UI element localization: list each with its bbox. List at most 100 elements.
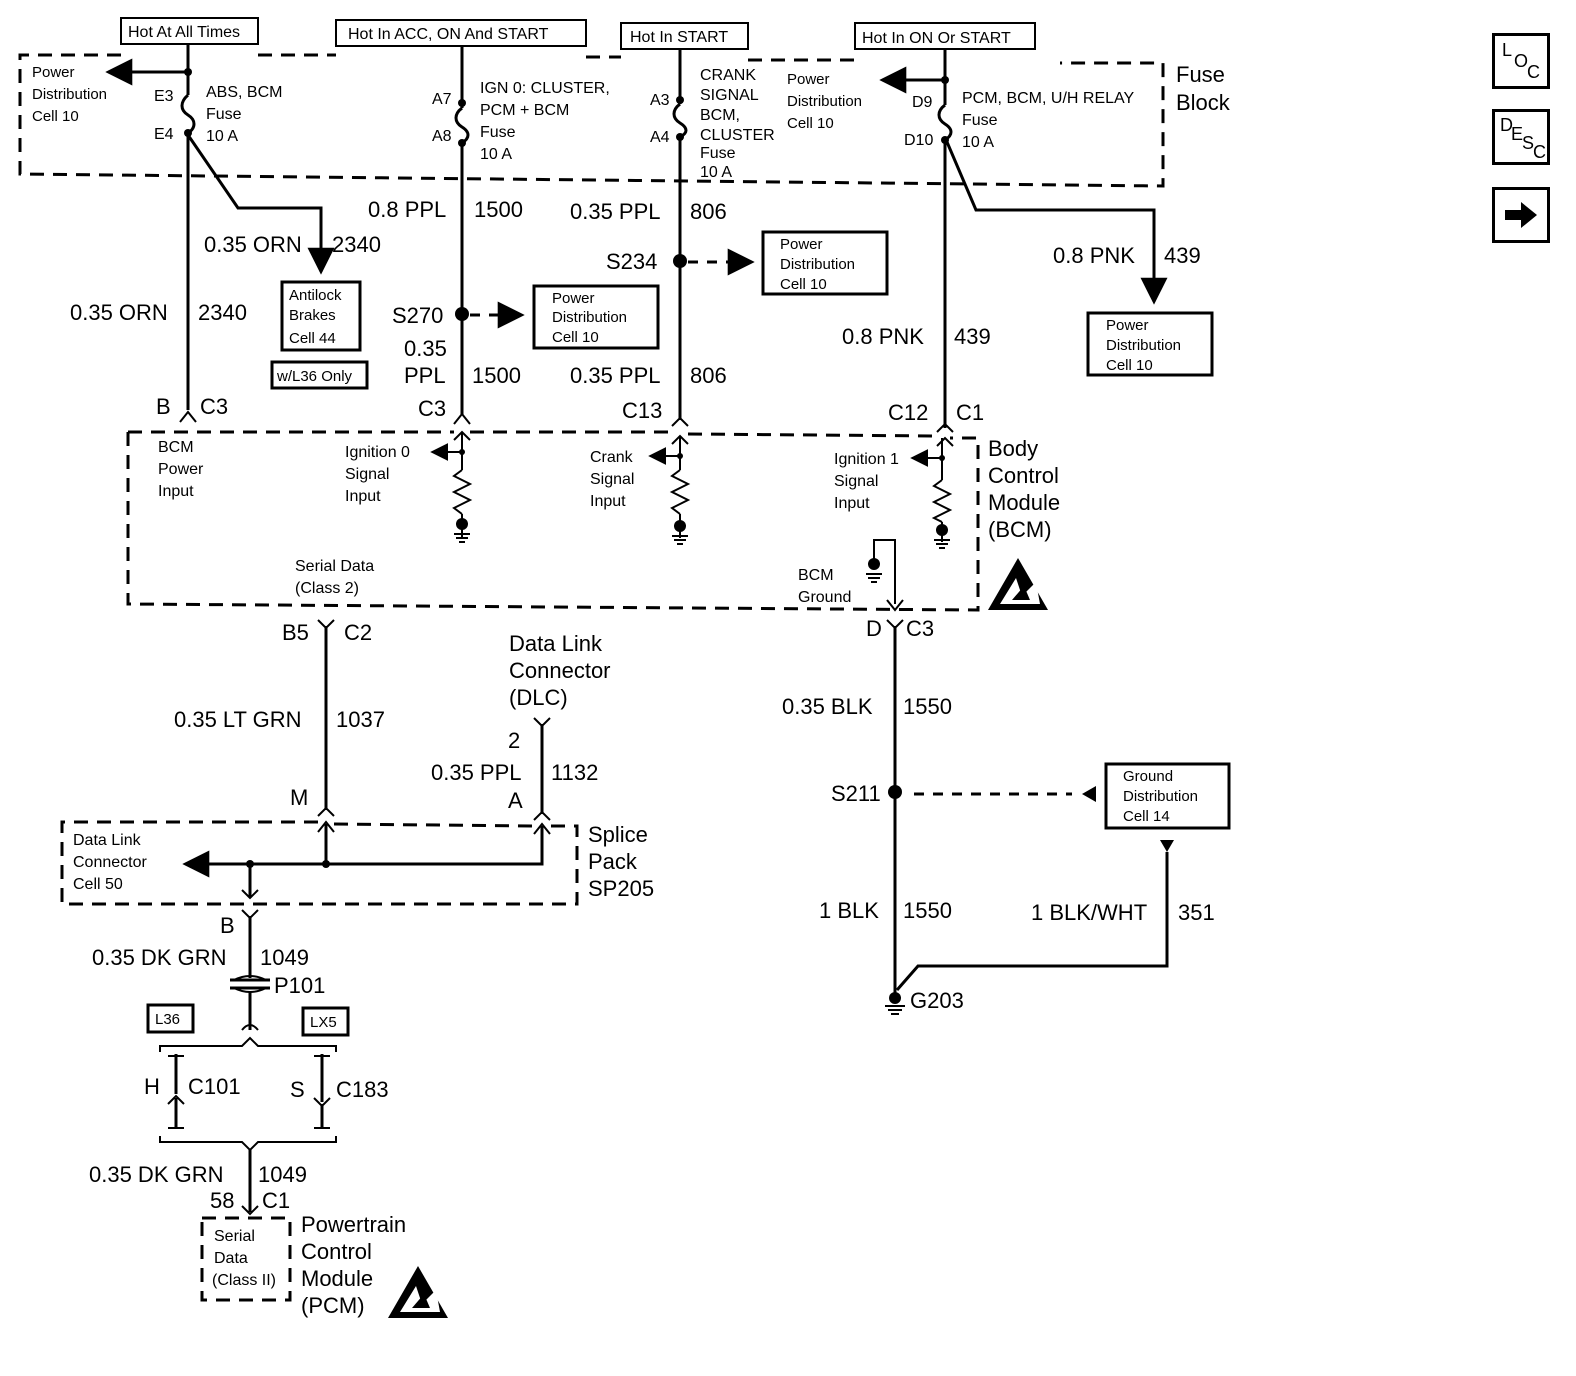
splice-pack-label: Splice Pack SP205 xyxy=(588,822,654,901)
svg-text:Signal: Signal xyxy=(590,471,634,488)
svg-text:L36: L36 xyxy=(155,1011,180,1028)
svg-text:w/L36 Only: w/L36 Only xyxy=(276,368,353,385)
fuse-abs-bcm: E3 E4 ABS, BCM Fuse 10 A xyxy=(105,58,282,410)
svg-text:Power: Power xyxy=(780,236,823,253)
svg-text:Distribution: Distribution xyxy=(1106,337,1181,354)
svg-text:Hot In ACC, ON And START: Hot In ACC, ON And START xyxy=(348,26,549,43)
svg-text:ABS, BCM: ABS, BCM xyxy=(206,84,282,101)
bcm-outline xyxy=(126,432,980,612)
svg-text:Power: Power xyxy=(32,64,75,81)
svg-text:C101: C101 xyxy=(188,1074,241,1099)
svg-text:C3: C3 xyxy=(200,394,228,419)
bcm-serial-data: Serial Data (Class 2) xyxy=(295,558,374,597)
fuse-block-label: Fuse xyxy=(1176,62,1225,87)
pcm-serial-data: Serial Data (Class II) xyxy=(212,1228,276,1289)
svg-text:B: B xyxy=(156,394,171,419)
ref-power-distribution-s270: Power Distribution Cell 10 xyxy=(532,284,660,350)
svg-text:SIGNAL: SIGNAL xyxy=(700,87,759,104)
svg-text:P101: P101 xyxy=(274,973,325,998)
svg-text:Input: Input xyxy=(590,493,626,510)
splice-s211 xyxy=(888,785,902,799)
svg-text:351: 351 xyxy=(1178,900,1215,925)
svg-text:Cell 44: Cell 44 xyxy=(289,330,336,347)
ref-antilock-brakes: Antilock Brakes Cell 44 xyxy=(280,280,362,352)
svg-text:1049: 1049 xyxy=(258,1162,307,1187)
svg-text:Signal: Signal xyxy=(834,473,878,490)
svg-text:S270: S270 xyxy=(392,303,443,328)
svg-text:Cell 10: Cell 10 xyxy=(552,329,599,346)
svg-text:Input: Input xyxy=(158,483,194,500)
svg-text:0.35 PPL: 0.35 PPL xyxy=(431,760,522,785)
svg-text:M: M xyxy=(290,785,308,810)
svg-text:1550: 1550 xyxy=(903,694,952,719)
svg-text:Distribution: Distribution xyxy=(552,309,627,326)
svg-text:Input: Input xyxy=(345,488,381,505)
svg-text:G203: G203 xyxy=(910,988,964,1013)
svg-text:C1: C1 xyxy=(956,400,984,425)
svg-text:BCM: BCM xyxy=(798,567,834,584)
svg-text:0.35 ORN: 0.35 ORN xyxy=(204,232,302,257)
svg-text:S211: S211 xyxy=(831,781,881,806)
svg-text:Power: Power xyxy=(158,461,204,478)
svg-text:0.8 PNK: 0.8 PNK xyxy=(842,324,924,349)
svg-text:B5: B5 xyxy=(282,620,309,645)
svg-text:C183: C183 xyxy=(336,1077,389,1102)
svg-text:Control: Control xyxy=(988,463,1059,488)
svg-text:(PCM): (PCM) xyxy=(301,1293,365,1318)
esd-warning-icon-bcm xyxy=(988,558,1048,610)
svg-text:10 A: 10 A xyxy=(206,128,238,145)
desc-button[interactable]: D E S C xyxy=(1492,109,1550,165)
svg-text:Connector: Connector xyxy=(509,658,611,683)
svg-text:C12: C12 xyxy=(888,400,928,425)
header-hot-in-start: Hot In START xyxy=(620,22,749,50)
svg-text:0.35 BLK: 0.35 BLK xyxy=(782,694,873,719)
svg-text:Ignition 0: Ignition 0 xyxy=(345,444,410,461)
svg-text:2340: 2340 xyxy=(198,300,247,325)
svg-text:Data: Data xyxy=(214,1250,248,1267)
svg-text:1 BLK: 1 BLK xyxy=(819,898,879,923)
svg-text:Hot At All Times: Hot At All Times xyxy=(128,24,240,41)
ref-power-distribution-left: Power Distribution Cell 10 xyxy=(32,64,107,125)
ref-power-distribution-top-right: Power Distribution Cell 10 xyxy=(787,71,862,132)
svg-text:A: A xyxy=(508,788,523,813)
svg-text:1037: 1037 xyxy=(336,707,385,732)
ref-power-distribution-s234: Power Distribution Cell 10 xyxy=(761,230,889,296)
svg-text:C3: C3 xyxy=(418,396,446,421)
svg-text:Distribution: Distribution xyxy=(1123,788,1198,805)
svg-text:(BCM): (BCM) xyxy=(988,517,1052,542)
next-button[interactable] xyxy=(1492,187,1550,243)
pcm-title: Powertrain Control Module (PCM) xyxy=(301,1212,406,1318)
fuse-block-outline xyxy=(18,53,1165,188)
svg-text:SP205: SP205 xyxy=(588,876,654,901)
svg-text:1049: 1049 xyxy=(260,945,309,970)
svg-text:CLUSTER: CLUSTER xyxy=(700,127,775,144)
svg-text:D9: D9 xyxy=(912,94,933,111)
loc-button[interactable]: L O C xyxy=(1492,33,1550,89)
fuse-pcm-bcm-uh-relay: D9 D10 PCM, BCM, U/H RELAY Fuse 10 A xyxy=(879,66,1135,428)
svg-text:H: H xyxy=(144,1074,160,1099)
svg-text:A8: A8 xyxy=(432,128,452,145)
svg-text:Cell 10: Cell 10 xyxy=(32,108,79,125)
svg-text:1500: 1500 xyxy=(472,363,521,388)
svg-text:Cell 10: Cell 10 xyxy=(780,276,827,293)
svg-text:PCM + BCM: PCM + BCM xyxy=(480,102,569,119)
svg-text:B: B xyxy=(220,913,235,938)
fuse-ign0: A7 A8 IGN 0: CLUSTER, PCM + BCM Fuse 10 … xyxy=(432,80,610,415)
svg-text:806: 806 xyxy=(690,199,727,224)
svg-text:Module: Module xyxy=(988,490,1060,515)
svg-text:PCM, BCM, U/H RELAY: PCM, BCM, U/H RELAY xyxy=(962,90,1135,107)
svg-text:E3: E3 xyxy=(154,88,174,105)
svg-text:Input: Input xyxy=(834,495,870,512)
svg-text:Power: Power xyxy=(787,71,830,88)
svg-text:1550: 1550 xyxy=(903,898,952,923)
svg-text:S234: S234 xyxy=(606,249,657,274)
svg-text:Hot In START: Hot In START xyxy=(630,29,728,46)
svg-text:Power: Power xyxy=(552,290,595,307)
dlc-label: Data Link Connector (DLC) xyxy=(509,631,611,710)
svg-text:Hot In ON Or START: Hot In ON Or START xyxy=(862,30,1011,47)
svg-text:A7: A7 xyxy=(432,91,452,108)
svg-text:Crank: Crank xyxy=(590,449,634,466)
ref-power-distribution-439: Power Distribution Cell 10 xyxy=(1086,311,1214,377)
svg-text:(DLC): (DLC) xyxy=(509,685,568,710)
fuse-crank: A3 A4 CRANK SIGNAL BCM, CLUSTER Fuse 10 … xyxy=(650,67,775,420)
